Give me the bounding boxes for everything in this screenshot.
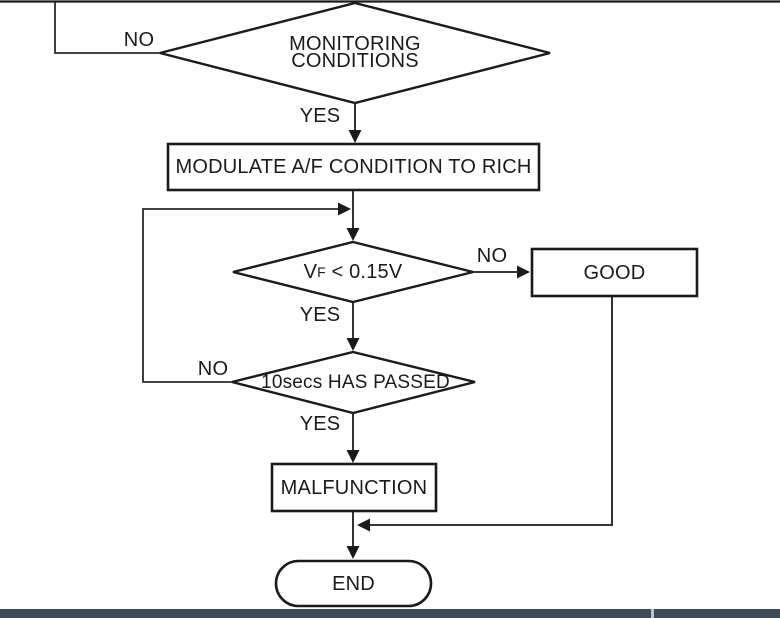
vf-label-subscript: F <box>317 264 326 280</box>
good-result-rect <box>530 247 699 298</box>
10secs-yes-label: YES <box>299 413 341 435</box>
arrowhead-loop-into-line <box>338 202 351 216</box>
malfunction-process-label: MALFUNCTION <box>280 476 428 499</box>
vf-label-base: V <box>303 261 318 283</box>
10secs-no-label: NO <box>197 358 229 380</box>
edge-good-to-junction <box>370 296 613 526</box>
arrowhead-into-10secs <box>346 338 360 351</box>
modulate-process-label: MODULATE A/F CONDITION TO RICH <box>175 156 532 178</box>
monitoring-label-line2: CONDITIONS <box>291 50 419 72</box>
arrowhead-into-malfunction <box>346 450 360 463</box>
modulate-process-rect <box>166 142 541 192</box>
edge-monitoring-no <box>54 2 160 54</box>
arrowhead-junction-left <box>357 518 370 532</box>
monitoring-conditions-label: MONITORING CONDITIONS <box>255 32 455 72</box>
malfunction-process-rect <box>270 462 438 513</box>
arrowhead-into-modulate <box>348 130 362 143</box>
arrowhead-into-good <box>517 265 530 279</box>
good-result-label: GOOD <box>583 261 646 284</box>
monitoring-no-label: NO <box>123 29 155 51</box>
arrowhead-into-vf <box>346 228 360 241</box>
monitoring-label-line1: MONITORING <box>289 32 421 55</box>
vf-decision-diamond <box>232 240 474 304</box>
10secs-decision-label: 10secs HAS PASSED <box>261 372 450 393</box>
end-terminal-label: END <box>332 572 375 595</box>
end-terminal-stadium <box>274 559 433 608</box>
monitoring-yes-label: YES <box>299 105 341 127</box>
footer-bar-divider <box>651 609 654 618</box>
arrowhead-into-end <box>346 546 360 559</box>
10secs-decision-diamond <box>231 350 476 415</box>
vf-yes-label: YES <box>299 304 341 326</box>
monitoring-conditions-diamond <box>159 1 551 105</box>
vf-label-condition: < 0.15V <box>325 261 403 283</box>
vf-no-label: NO <box>476 245 508 267</box>
edge-10secs-no-loop <box>142 208 338 383</box>
footer-bar <box>0 609 780 618</box>
